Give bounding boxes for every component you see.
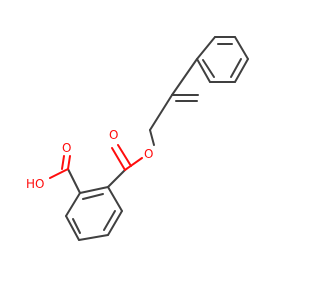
hydroxyl-label: HO — [26, 177, 44, 191]
allyl-chain — [149, 58, 199, 146]
bond — [78, 234, 109, 241]
bond — [61, 155, 65, 170]
bond — [202, 59, 215, 78]
bond — [111, 147, 126, 171]
bond — [117, 144, 132, 167]
bond — [171, 58, 198, 96]
atom-labels: O O O HO — [26, 128, 153, 191]
structure-canvas: O O O HO — [26, 36, 249, 241]
bond — [196, 36, 216, 60]
bond — [107, 186, 123, 212]
bond — [124, 157, 143, 171]
carbonyl-oxygen-acid-label: O — [62, 141, 71, 155]
bond — [65, 192, 81, 217]
bond — [234, 58, 249, 83]
bond — [82, 193, 104, 200]
bond — [72, 218, 81, 234]
bond — [79, 186, 109, 194]
bond — [65, 215, 80, 241]
carboxylic-acid-group — [49, 155, 81, 194]
bond — [103, 210, 116, 231]
bond — [149, 94, 173, 131]
carbonyl-oxygen-ester-label: O — [109, 128, 118, 142]
benzene-ring — [65, 186, 123, 241]
bond — [196, 58, 211, 83]
ester-oxygen-label: O — [144, 147, 153, 161]
bond — [149, 129, 155, 146]
bond — [107, 210, 123, 236]
phenyl-ring — [196, 36, 249, 83]
bond — [230, 58, 242, 78]
bond — [107, 169, 126, 188]
bond — [67, 168, 81, 194]
bond — [67, 155, 71, 170]
ester-group — [107, 144, 143, 188]
bond — [49, 168, 69, 179]
bond — [234, 36, 249, 60]
